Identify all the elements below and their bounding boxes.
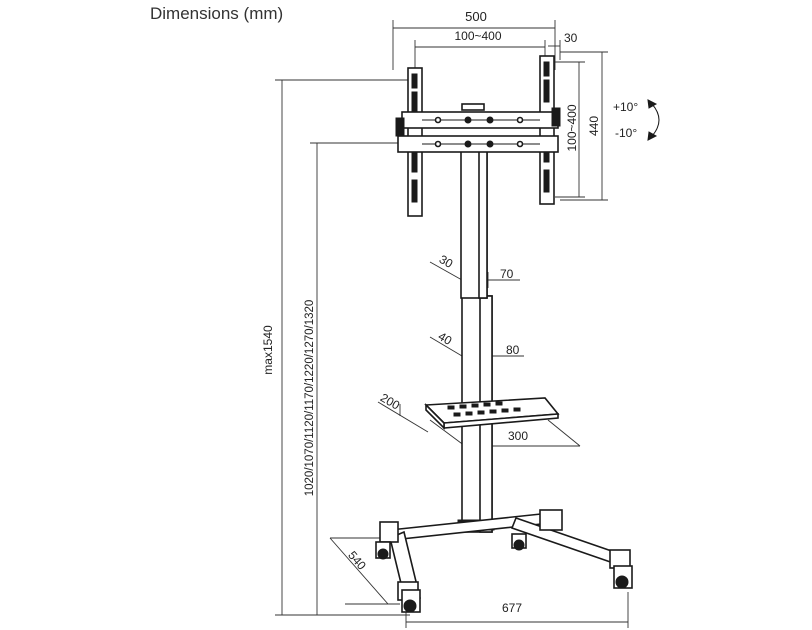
dim-vesa-vertical: 100~400: [555, 61, 585, 198]
dim-plate-height: 440: [560, 51, 608, 201]
tilt-arrow-icon: [651, 103, 660, 137]
caster-front-left: [401, 589, 421, 613]
dim-lower-pole: 40 80: [429, 329, 524, 364]
dim-max-height: max1540: [261, 79, 410, 616]
label-shelf-depth: 200: [378, 390, 403, 412]
label-vesa-vertical: 100~400: [565, 104, 579, 151]
label-lower-pole-depth: 40: [436, 329, 455, 348]
label-tilt-up: +10°: [613, 100, 638, 114]
caster-front-right: [613, 565, 633, 589]
caster-rear-right: [511, 533, 527, 551]
label-upper-pole-width: 70: [500, 267, 514, 281]
label-base-width: 677: [502, 601, 522, 615]
label-lower-pole-width: 80: [506, 343, 520, 357]
vesa-bracket: [395, 55, 561, 217]
dim-base-width: 677: [405, 592, 629, 628]
dim-vesa-horizontal: 100~400: [414, 29, 546, 68]
caster-wheels: [375, 533, 633, 613]
tilt-arrowhead-bottom-icon: [647, 131, 658, 141]
tilt-arrowhead-top-icon: [647, 99, 658, 109]
label-tilt-down: -10°: [615, 126, 637, 140]
label-base-depth: 540: [345, 548, 369, 573]
label-vesa-horizontal: 100~400: [454, 29, 501, 43]
label-mount-heights: 1020/1070/1120/1170/1220/1270/1320: [304, 300, 316, 497]
dim-plate-depth: 30: [548, 31, 578, 60]
label-shelf-width: 300: [508, 429, 528, 443]
label-upper-pole-depth: 30: [437, 252, 456, 271]
upper-pole: [460, 149, 488, 299]
label-max-height: max1540: [261, 325, 275, 375]
shelf-vent-holes: [447, 401, 521, 417]
dim-upper-pole: 30 70: [429, 252, 520, 288]
label-plate-width: 500: [465, 9, 487, 24]
shelf: [424, 397, 560, 430]
label-plate-depth: 30: [564, 31, 578, 45]
tilt-indicator: +10° -10°: [613, 99, 660, 141]
label-plate-height: 440: [587, 116, 601, 136]
diagram-title: Dimensions (mm): [150, 4, 284, 23]
base: [379, 509, 631, 606]
caster-rear-left: [375, 541, 391, 560]
